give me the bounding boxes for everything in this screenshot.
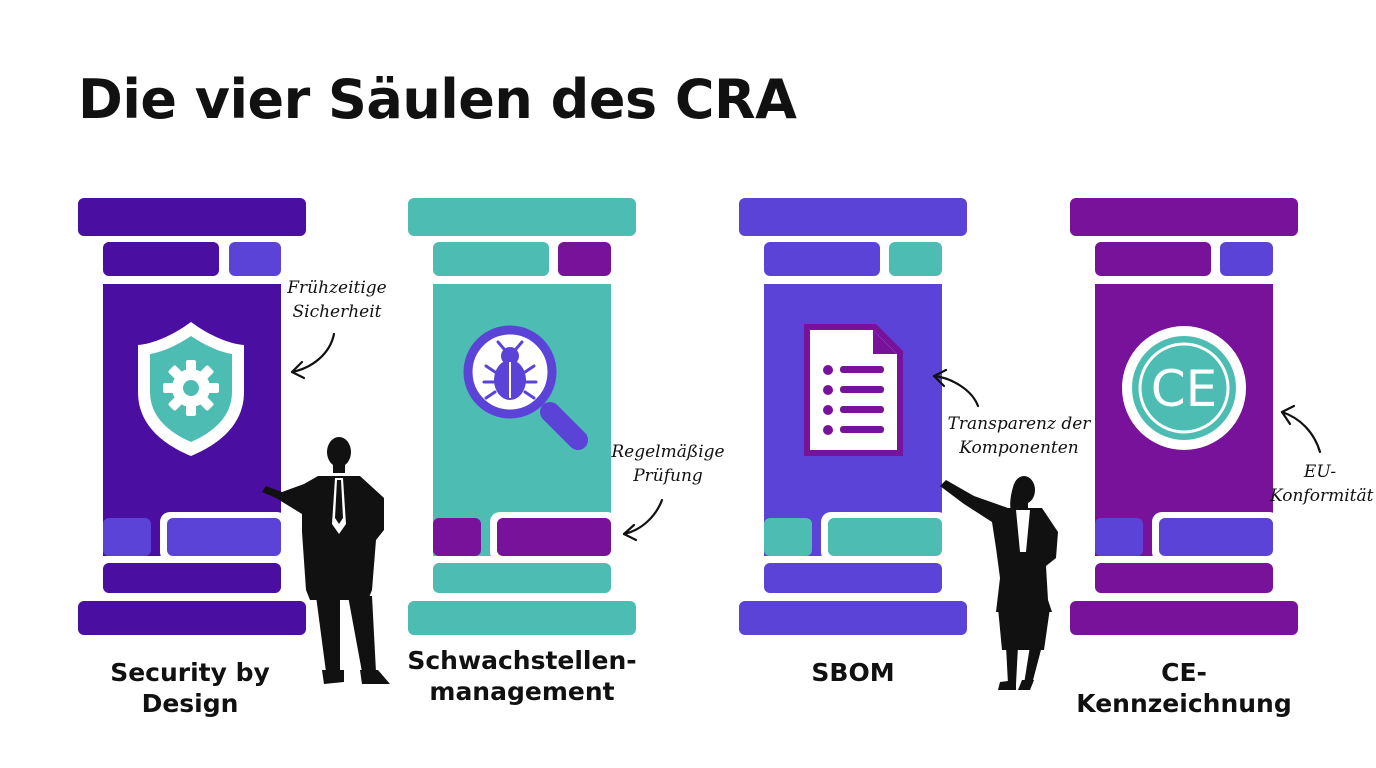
arrow-icon bbox=[290, 332, 336, 374]
pillar-block bbox=[433, 563, 611, 593]
note-line: Regelmäßige bbox=[611, 442, 725, 462]
pillar-capital bbox=[739, 198, 967, 236]
pillar-label: Schwachstellen- management bbox=[392, 645, 652, 707]
businesswoman-silhouette bbox=[940, 476, 1058, 690]
pillar-capital bbox=[1070, 198, 1298, 236]
pillar-capital bbox=[78, 198, 306, 236]
ce-mark-icon: CE bbox=[1122, 326, 1246, 450]
pillar-block bbox=[103, 563, 281, 593]
pillar-block bbox=[1159, 518, 1273, 556]
arrow-head-icon bbox=[932, 368, 948, 388]
pillar-block bbox=[764, 518, 812, 556]
ce-mark-text: CE bbox=[1151, 360, 1218, 418]
note-line: Frühzeitige bbox=[287, 278, 387, 298]
pillar-block bbox=[103, 242, 219, 276]
pillar-block bbox=[497, 518, 611, 556]
pillar-block bbox=[1220, 242, 1273, 276]
businessman-silhouette bbox=[262, 437, 390, 684]
note-line: Sicherheit bbox=[292, 302, 382, 322]
pillar-base bbox=[1070, 601, 1298, 635]
pillar-label: Security by Design bbox=[110, 658, 270, 718]
note-line: Komponenten bbox=[959, 438, 1079, 458]
pillar-block bbox=[889, 242, 942, 276]
pillar-block bbox=[1095, 563, 1273, 593]
pillar-label: SBOM bbox=[811, 658, 895, 687]
pillar-block bbox=[764, 242, 880, 276]
pillar-block bbox=[828, 518, 942, 556]
shield-gear-icon bbox=[138, 322, 244, 456]
arrow-icon bbox=[932, 374, 980, 408]
pillar-base bbox=[78, 601, 306, 635]
note-line: Prüfung bbox=[633, 466, 703, 486]
pillar-block bbox=[558, 242, 611, 276]
pillar-block bbox=[103, 518, 151, 556]
arrow-icon bbox=[1280, 410, 1322, 454]
arrow-head-icon bbox=[622, 523, 638, 542]
pillar-base bbox=[408, 601, 636, 635]
note-line: Konformität bbox=[1270, 486, 1374, 506]
document-list-icon bbox=[804, 324, 903, 456]
note-eu-konformitaet: EU- Konformität bbox=[1270, 460, 1374, 508]
pillar-block bbox=[229, 242, 281, 276]
pillar-block bbox=[433, 242, 549, 276]
pillar-block bbox=[1095, 518, 1143, 556]
note-line: EU- bbox=[1303, 462, 1337, 482]
arrow-head-icon bbox=[1280, 404, 1296, 426]
pillar-label: CE-Kennzeichnung bbox=[1076, 658, 1292, 718]
bug-magnifier-icon bbox=[463, 325, 588, 450]
pillar-block bbox=[433, 518, 481, 556]
note-fruehzeitige-sicherheit: Frühzeitige Sicherheit bbox=[272, 276, 402, 324]
pillar-capital bbox=[408, 198, 636, 236]
pillar-block bbox=[764, 563, 942, 593]
page-title: Die vier Säulen des CRA bbox=[78, 68, 797, 131]
note-transparenz-der-komponenten: Transparenz der Komponenten bbox=[940, 412, 1098, 460]
note-line: Transparenz der bbox=[947, 414, 1091, 434]
pillar-label-line: Schwachstellen- bbox=[407, 646, 637, 675]
note-regelmaessige-pruefung: Regelmäßige Prüfung bbox=[604, 440, 732, 488]
pillar-base bbox=[739, 601, 967, 635]
pillar-label-line: management bbox=[429, 677, 615, 706]
pillar-block bbox=[1095, 242, 1211, 276]
arrow-icon bbox=[622, 498, 664, 536]
arrow-head-icon bbox=[290, 360, 306, 380]
pillar-block bbox=[167, 518, 281, 556]
